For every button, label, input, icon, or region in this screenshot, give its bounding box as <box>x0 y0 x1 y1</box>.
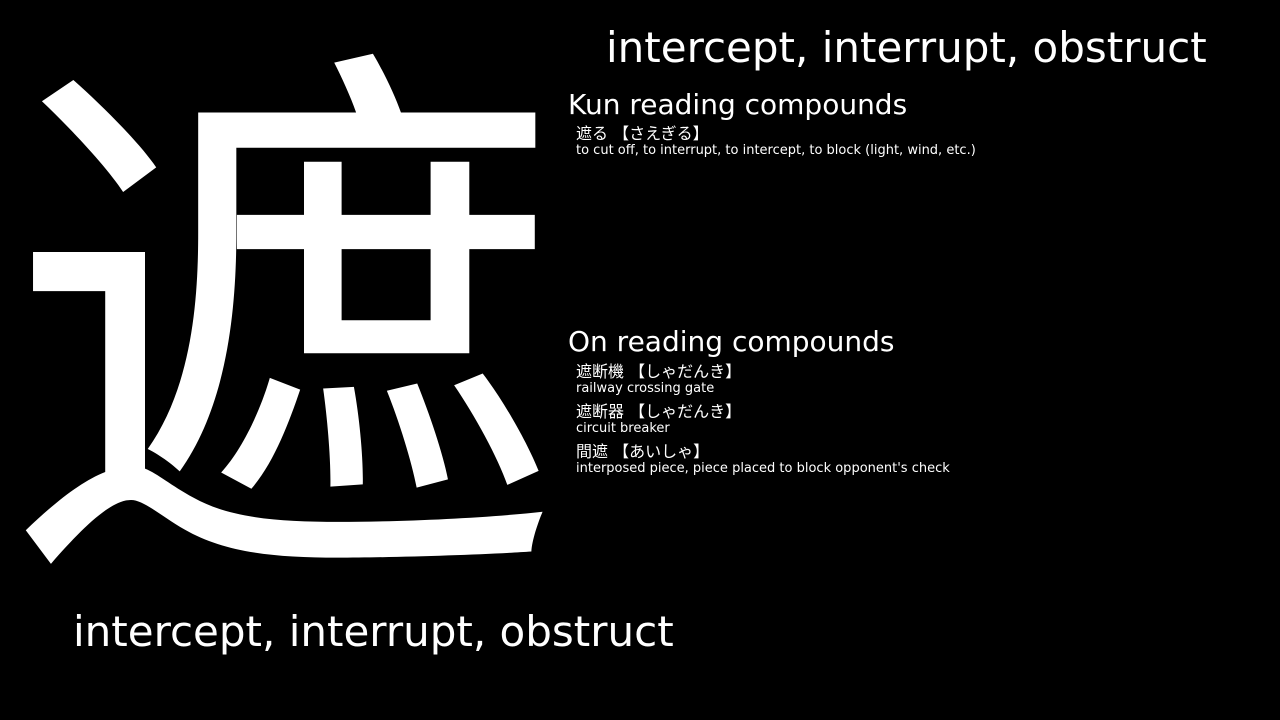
kun-compound-item: 遮る 【さえぎる】 to cut off, to interrupt, to i… <box>576 125 1266 159</box>
on-compound-item: 遮断機 【しゃだんき】 railway crossing gate <box>576 363 1266 397</box>
compound-gloss: to cut off, to interrupt, to intercept, … <box>576 143 976 158</box>
kun-compound-list: 遮る 【さえぎる】 to cut off, to interrupt, to i… <box>576 125 1266 165</box>
compound-word: 遮る 【さえぎる】 <box>576 124 709 143</box>
compound-word: 遮断機 【しゃだんき】 <box>576 362 742 381</box>
compound-gloss: railway crossing gate <box>576 381 715 396</box>
compound-gloss: circuit breaker <box>576 421 670 436</box>
kun-reading-heading: Kun reading compounds <box>568 88 908 121</box>
on-compound-item: 遮断器 【しゃだんき】 circuit breaker <box>576 403 1266 437</box>
meaning-title-bottom: intercept, interrupt, obstruct <box>73 607 674 656</box>
on-compound-list: 遮断機 【しゃだんき】 railway crossing gate 遮断器 【し… <box>576 363 1266 483</box>
kanji-character: 遮 <box>5 9 565 661</box>
meaning-title-top: intercept, interrupt, obstruct <box>606 23 1207 72</box>
on-compound-item: 間遮 【あいしゃ】 interposed piece, piece placed… <box>576 443 1266 477</box>
compound-word: 遮断器 【しゃだんき】 <box>576 402 742 421</box>
on-reading-heading: On reading compounds <box>568 325 895 358</box>
compound-gloss: interposed piece, piece placed to block … <box>576 461 950 476</box>
compound-word: 間遮 【あいしゃ】 <box>576 442 710 461</box>
